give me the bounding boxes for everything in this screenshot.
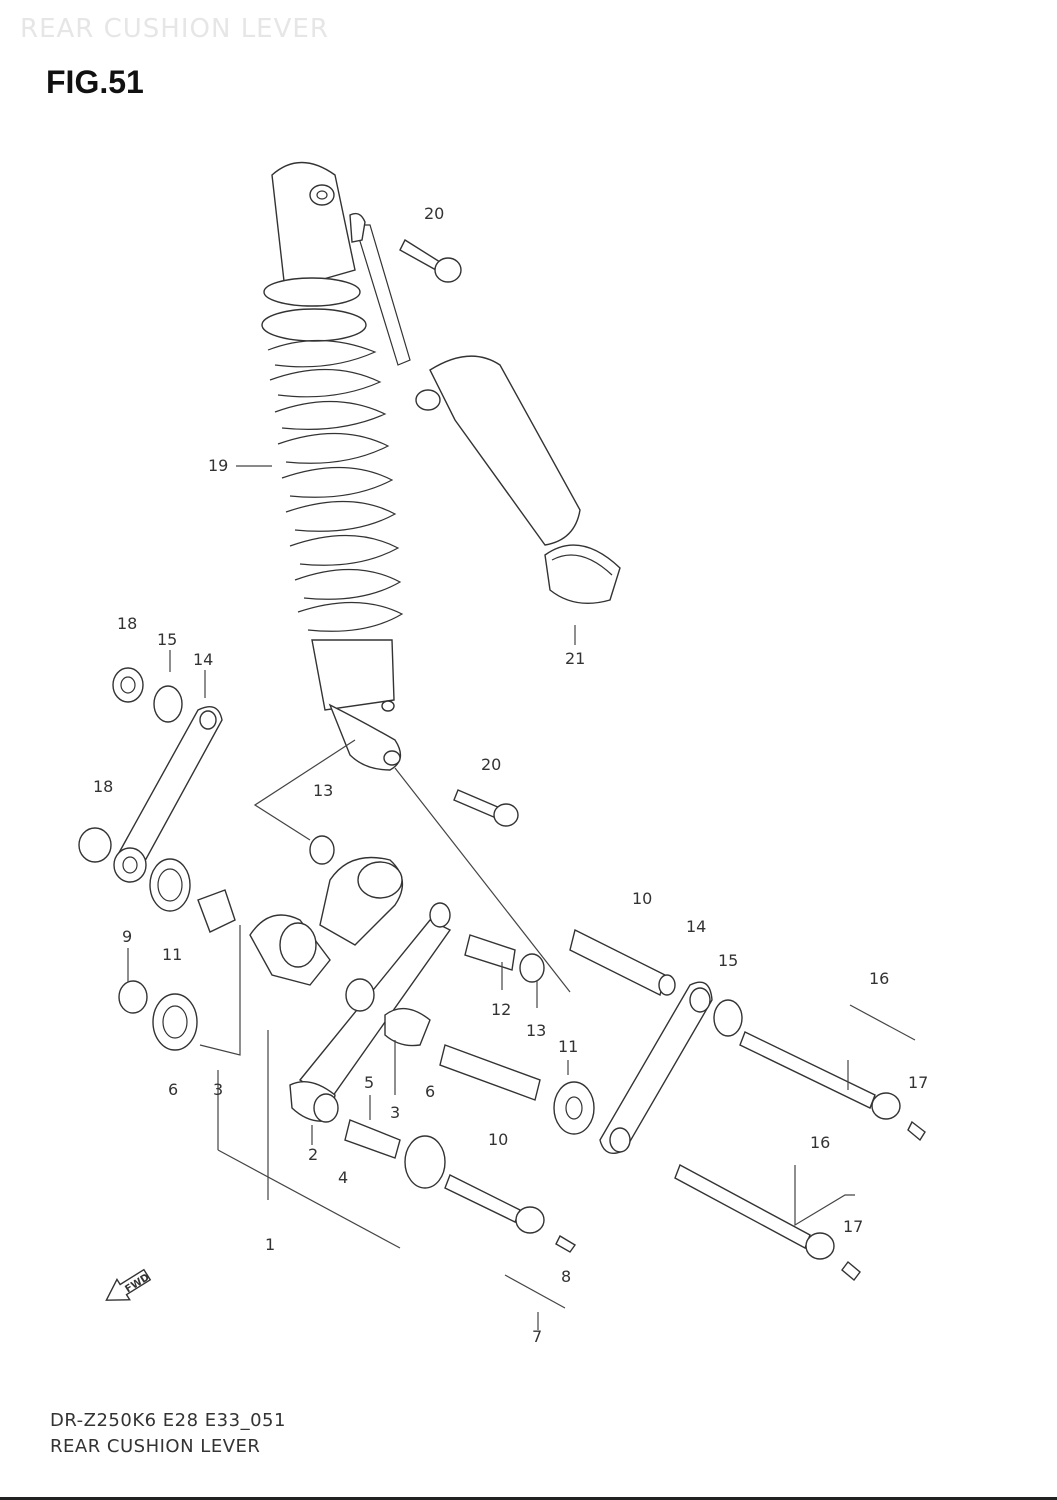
callout-18: 18 (93, 777, 113, 796)
callout-20: 20 (424, 204, 444, 223)
bottom-border (0, 1497, 1057, 1500)
figure-number: FIG.51 (46, 64, 144, 100)
callout-19: 19 (208, 456, 228, 475)
callout-labels: 1 2 3 3 4 5 6 6 7 8 9 10 10 11 11 12 13 … (93, 204, 928, 1346)
callout-15: 15 (718, 951, 738, 970)
callout-6: 6 (425, 1082, 435, 1101)
callout-2: 2 (308, 1145, 318, 1164)
callout-18: 18 (117, 614, 137, 633)
callout-15: 15 (157, 630, 177, 649)
bolt-20-lower (453, 789, 519, 827)
callout-14: 14 (193, 650, 213, 669)
callout-16: 16 (810, 1133, 830, 1152)
diagram-code: DR-Z250K6 E28 E33_051 (50, 1410, 286, 1431)
callout-13: 13 (313, 781, 333, 800)
callout-13: 13 (526, 1021, 546, 1040)
callout-1: 1 (265, 1235, 275, 1254)
callout-16: 16 (869, 969, 889, 988)
callout-20: 20 (481, 755, 501, 774)
callout-3: 3 (213, 1080, 223, 1099)
shock-absorber (261, 161, 621, 771)
leader-lines (127, 465, 916, 1330)
callout-17: 17 (908, 1073, 928, 1092)
bolts-and-nuts (444, 1031, 926, 1282)
cushion-lever (249, 856, 452, 1101)
right-tie-rod (599, 981, 743, 1154)
callout-6: 6 (168, 1080, 178, 1099)
callout-10: 10 (488, 1130, 508, 1149)
callout-12: 12 (491, 1000, 511, 1019)
callout-10: 10 (632, 889, 652, 908)
callout-17: 17 (843, 1217, 863, 1236)
callout-14: 14 (686, 917, 706, 936)
fwd-arrow: FWD (105, 1268, 151, 1301)
collars-and-sleeves (289, 835, 676, 1189)
callout-5: 5 (364, 1073, 374, 1092)
callout-7: 7 (532, 1327, 542, 1346)
callout-3: 3 (390, 1103, 400, 1122)
callout-4: 4 (338, 1168, 348, 1187)
callout-11: 11 (162, 945, 182, 964)
callout-9: 9 (122, 927, 132, 946)
diagram-footer-title: REAR CUSHION LEVER (50, 1436, 261, 1457)
faint-header-title: REAR CUSHION LEVER (20, 14, 329, 44)
callout-21: 21 (565, 649, 585, 668)
bolt-20-top (399, 238, 462, 283)
callout-8: 8 (561, 1267, 571, 1286)
left-tie-rod (78, 667, 236, 1051)
callout-11: 11 (558, 1037, 578, 1056)
